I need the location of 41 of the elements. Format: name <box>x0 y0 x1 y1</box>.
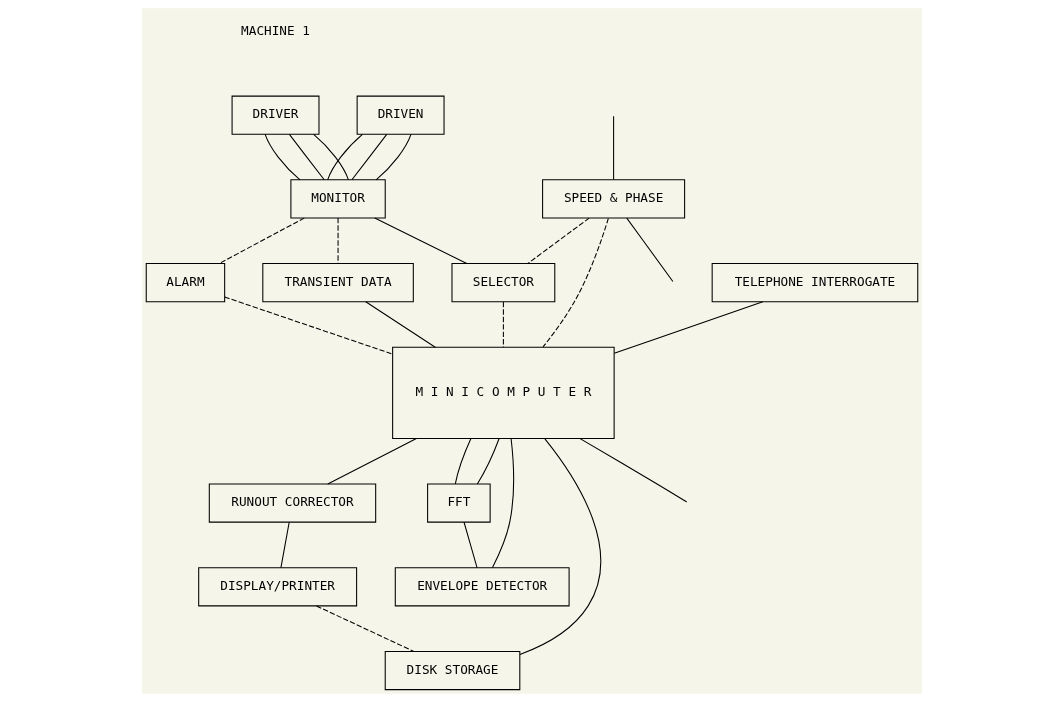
node-box: DISPLAY/PRINTER <box>197 567 357 607</box>
connector <box>312 133 349 181</box>
node-box: DISK STORAGE <box>384 650 520 691</box>
connector <box>612 115 614 180</box>
node-box: DRIVEN <box>356 95 445 135</box>
connector <box>613 301 763 354</box>
connector <box>542 217 609 348</box>
node-box: MONITOR <box>289 179 386 219</box>
connector <box>375 133 411 181</box>
connector <box>502 301 504 348</box>
connector <box>223 296 393 355</box>
connector <box>264 133 300 181</box>
connector <box>279 521 290 569</box>
connector <box>326 133 363 181</box>
connector <box>518 438 601 655</box>
connector <box>625 217 673 282</box>
connector <box>491 438 514 568</box>
connector <box>463 521 478 569</box>
node-box: ENVELOPE DETECTOR <box>394 567 570 607</box>
label: MACHINE 1 <box>240 22 310 38</box>
connector <box>364 301 436 348</box>
connector <box>337 217 339 265</box>
node-box: TRANSIENT DATA <box>261 263 414 303</box>
connector <box>326 438 417 485</box>
node-box: M I N I C O M P U T E R <box>391 346 615 439</box>
node-box: SPEED & PHASE <box>541 179 685 219</box>
connector <box>350 133 387 181</box>
node-box: TELEPHONE INTERROGATE <box>711 263 918 303</box>
connector <box>288 133 325 181</box>
node-box: RUNOUT CORRECTOR <box>208 483 376 523</box>
node-box: FFT <box>426 483 491 523</box>
node-box: ALARM <box>145 263 225 303</box>
node-box: SELECTOR <box>450 263 555 303</box>
connector <box>579 438 687 503</box>
connector <box>315 605 414 652</box>
connector <box>373 217 467 265</box>
connector <box>476 438 500 485</box>
connector <box>526 217 590 265</box>
connector <box>218 217 305 265</box>
node-box: DRIVER <box>231 95 319 135</box>
connector <box>454 438 471 485</box>
